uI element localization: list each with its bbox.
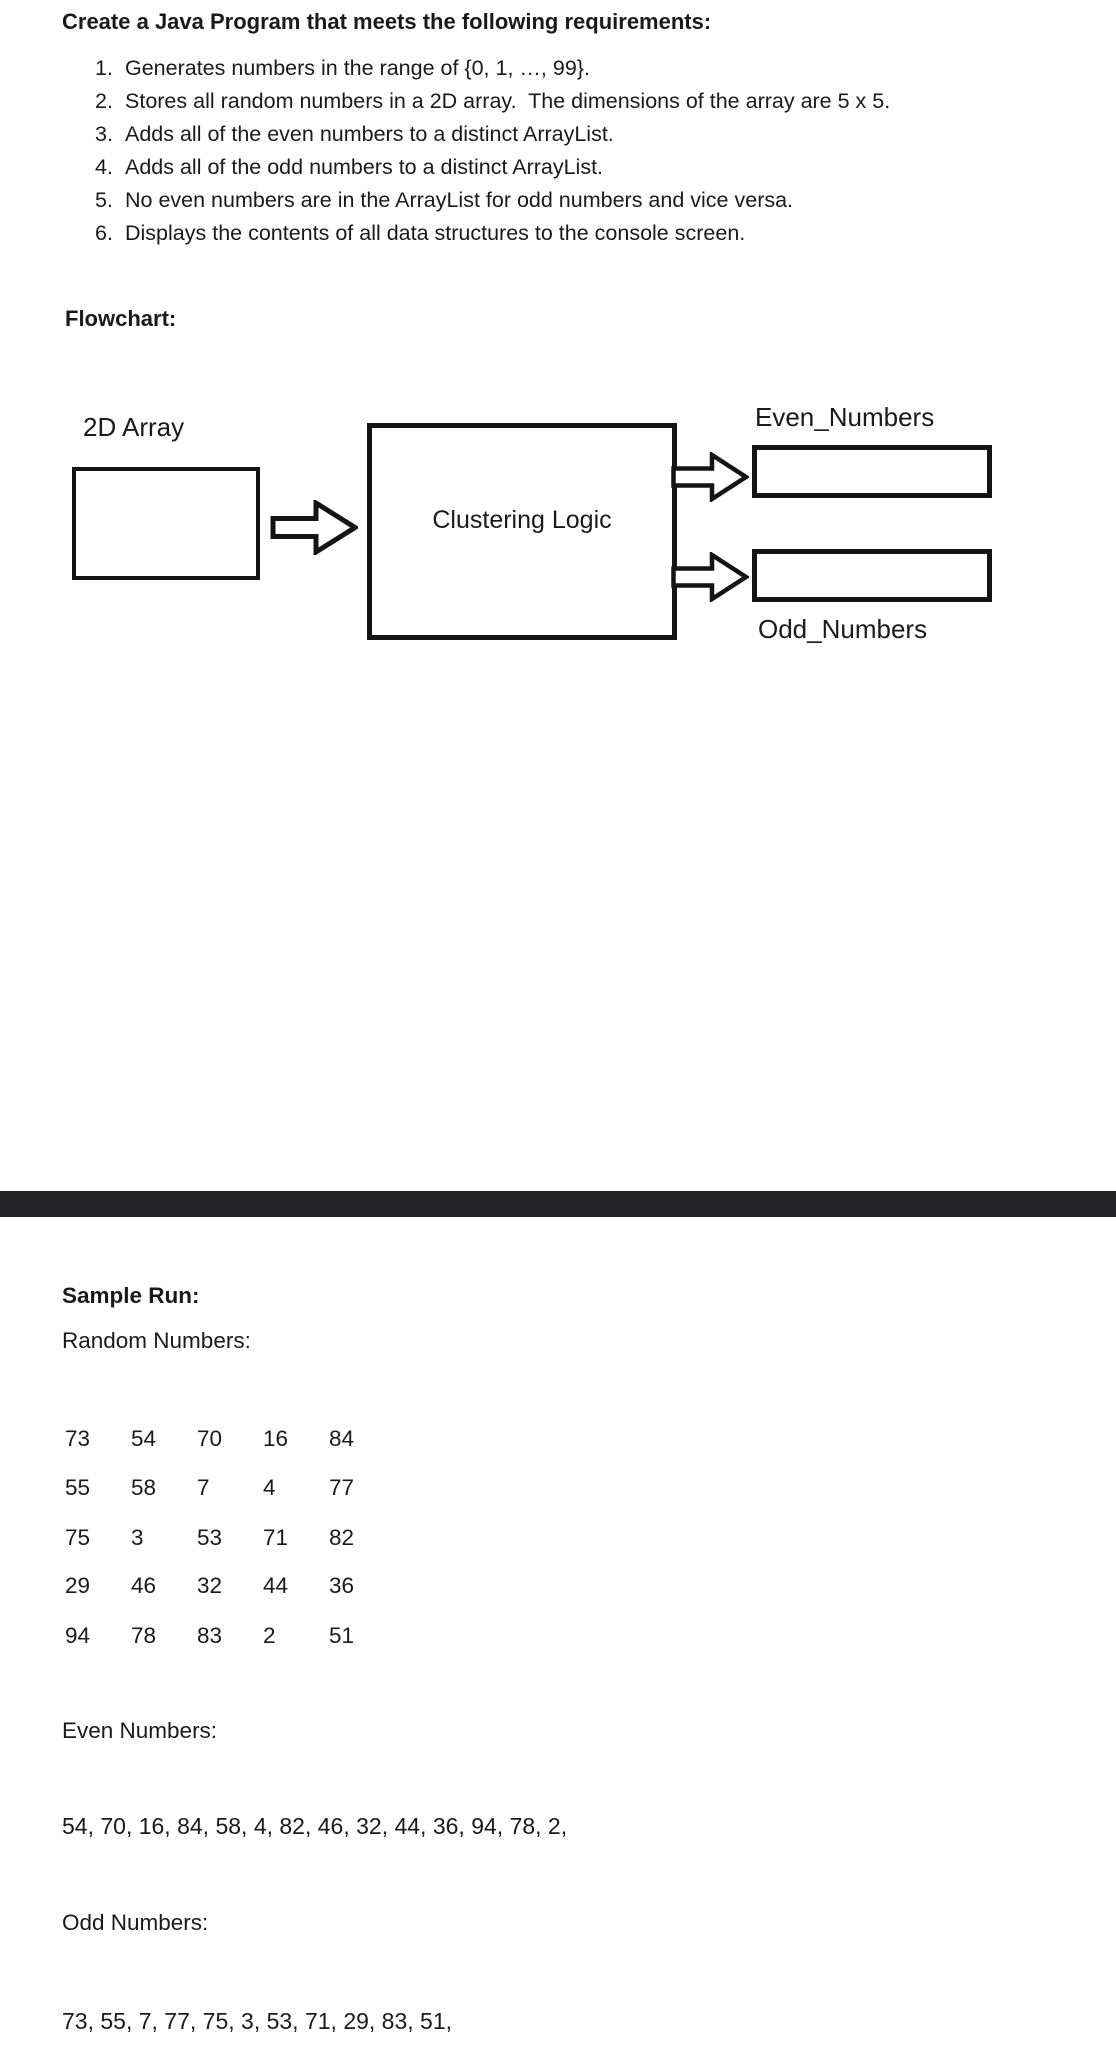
grid-cell: 82: [329, 1525, 355, 1550]
requirements-list: 1. Generates numbers in the range of {0, …: [95, 52, 890, 250]
requirement-item: 1. Generates numbers in the range of {0, …: [95, 52, 890, 85]
requirement-text: Stores all random numbers in a 2D array.…: [125, 89, 891, 113]
requirement-number: 1.: [95, 56, 113, 80]
grid-cell: 83: [197, 1623, 223, 1648]
grid-cell: 94: [65, 1623, 91, 1648]
clustering-logic-label: Clustering Logic: [432, 506, 612, 534]
grid-cell: 44: [263, 1573, 289, 1598]
grid-cell: 16: [263, 1426, 289, 1451]
flowchart-2d-array-box: [72, 467, 260, 580]
grid-cell: 54: [131, 1426, 157, 1451]
grid-cell: 4: [263, 1475, 276, 1500]
grid-cell: 51: [329, 1623, 355, 1648]
grid-cell: 3: [131, 1525, 144, 1550]
requirement-item: 2. Stores all random numbers in a 2D arra…: [95, 85, 890, 118]
block-arrow-right-icon: [270, 500, 358, 555]
requirement-text: Adds all of the even numbers to a distin…: [125, 122, 614, 146]
grid-cell: 7: [197, 1475, 210, 1500]
odd-numbers-heading: Odd Numbers:: [62, 1910, 209, 1935]
grid-cell: 36: [329, 1573, 355, 1598]
flowchart-odd-numbers-label: Odd_Numbers: [758, 614, 928, 644]
requirement-number: 3.: [95, 122, 113, 146]
requirement-text: Generates numbers in the range of {0, 1,…: [125, 56, 590, 80]
flowchart-2d-array-label: 2D Array: [83, 412, 185, 442]
grid-cell: 71: [263, 1525, 289, 1550]
random-numbers-label: Random Numbers:: [62, 1328, 251, 1353]
grid-cell: 32: [197, 1573, 223, 1598]
even-numbers-heading: Even Numbers:: [62, 1718, 218, 1743]
even-numbers-values: 54, 70, 16, 84, 58, 4, 82, 46, 32, 44, 3…: [62, 1813, 568, 1839]
requirement-text: Displays the contents of all data struct…: [125, 221, 746, 245]
grid-cell: 73: [65, 1426, 91, 1451]
flowchart-odd-numbers-box: [752, 549, 992, 602]
requirement-text: Adds all of the odd numbers to a distinc…: [125, 155, 604, 179]
grid-cell: 55: [65, 1475, 91, 1500]
grid-cell: 77: [329, 1475, 355, 1500]
grid-cell: 84: [329, 1426, 355, 1451]
random-grid-row: 29 46 32 44 36: [65, 1573, 395, 1599]
requirement-number: 5.: [95, 188, 113, 212]
odd-numbers-values: 73, 55, 7, 77, 75, 3, 53, 71, 29, 83, 51…: [62, 2008, 453, 2034]
requirement-item: 4. Adds all of the odd numbers to a disti…: [95, 151, 890, 184]
grid-cell: 2: [263, 1623, 276, 1648]
requirement-item: 5. No even numbers are in the ArrayList f…: [95, 184, 890, 217]
grid-cell: 78: [131, 1623, 157, 1648]
grid-cell: 29: [65, 1573, 91, 1598]
random-grid-row: 55 58 7 4 77: [65, 1475, 395, 1501]
page-divider-bar: [0, 1191, 1116, 1217]
requirement-number: 6.: [95, 221, 113, 245]
grid-cell: 53: [197, 1525, 223, 1550]
flowchart-heading: Flowchart:: [65, 306, 177, 331]
requirement-text: No even numbers are in the ArrayList for…: [125, 188, 794, 212]
random-grid-row: 75 3 53 71 82: [65, 1525, 395, 1551]
block-arrow-right-icon: [671, 552, 749, 602]
grid-cell: 75: [65, 1525, 91, 1550]
grid-cell: 70: [197, 1426, 223, 1451]
block-arrow-right-icon: [671, 452, 749, 502]
requirement-item: 6. Displays the contents of all data stru…: [95, 217, 890, 250]
requirement-number: 2.: [95, 89, 113, 113]
random-grid-row: 94 78 83 2 51: [65, 1623, 395, 1649]
requirement-item: 3. Adds all of the even numbers to a dist…: [95, 118, 890, 151]
flowchart-even-numbers-box: [752, 445, 992, 498]
assignment-title: Create a Java Program that meets the fol…: [62, 9, 712, 34]
random-grid-row: 73 54 70 16 84: [65, 1426, 395, 1452]
requirement-number: 4.: [95, 155, 113, 179]
grid-cell: 58: [131, 1475, 157, 1500]
grid-cell: 46: [131, 1573, 157, 1598]
flowchart-clustering-logic-box: Clustering Logic: [367, 423, 677, 640]
sample-run-heading: Sample Run:: [62, 1283, 200, 1308]
flowchart-even-numbers-label: Even_Numbers: [755, 402, 935, 432]
